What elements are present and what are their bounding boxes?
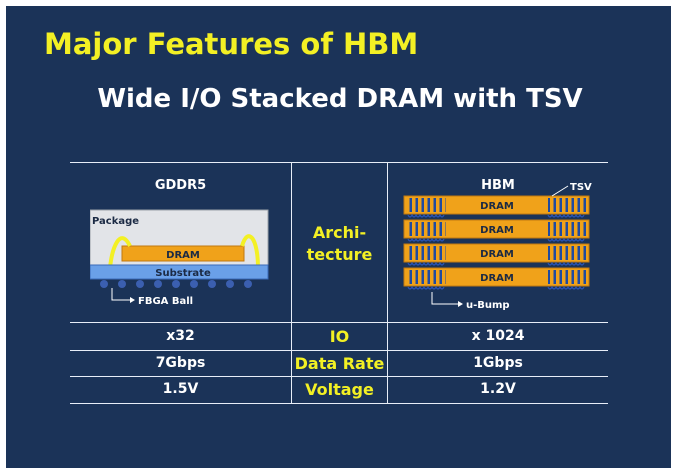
data-rate-label: Data Rate: [294, 354, 385, 373]
table-column-divider: [387, 162, 388, 404]
gddr5-data-rate-value: 7Gbps: [155, 355, 206, 371]
substrate-label: Substrate: [155, 268, 211, 279]
wire-bond-left: [108, 236, 132, 269]
hbm-data-rate-value: 1Gbps: [473, 355, 523, 371]
hbm-header: HBM: [481, 178, 515, 193]
solder-ball: [154, 280, 162, 288]
hbm-dram-layer-3: DRAM: [403, 243, 590, 263]
gddr5-package-diagram: DRAM Package Substrate FBGA Ball: [90, 209, 269, 307]
solder-ball: [100, 280, 108, 288]
bump-pointer-arrow: [458, 301, 463, 307]
solder-ball: [190, 280, 198, 288]
slide-subtitle: Wide I/O Stacked DRAM with TSV: [97, 84, 583, 114]
micro-bumps: [407, 213, 585, 290]
table-divider: [70, 376, 608, 377]
solder-ball: [172, 280, 180, 288]
substrate: [90, 264, 269, 280]
gddr5-header: GDDR5: [154, 178, 207, 193]
comparison-table: GDDR5 HBM Archi- tecture DRAM Package Su…: [70, 162, 608, 404]
hbm-io-value: x 1024: [471, 328, 525, 344]
table-divider: [70, 322, 608, 323]
fbga-ball-label: FBGA Ball: [138, 296, 193, 307]
fbga-pointer-line: [111, 288, 130, 301]
tsv-label: TSV: [570, 182, 592, 193]
gddr5-dram-die: [121, 245, 245, 262]
solder-ball: [208, 280, 216, 288]
voltage-label: Voltage: [305, 380, 374, 399]
architecture-label: Archi- tecture: [306, 223, 373, 264]
gddr5-voltage-value: 1.5V: [162, 381, 199, 397]
slide-title: Major Features of HBM: [44, 27, 419, 61]
wire-bond-right: [240, 234, 260, 269]
solder-ball: [226, 280, 234, 288]
hbm-dram-layer-4: DRAM: [403, 267, 590, 287]
solder-ball: [244, 280, 252, 288]
fbga-balls: [100, 280, 252, 288]
hbm-dram-layer-2: DRAM: [403, 219, 590, 239]
table-divider: [70, 350, 608, 351]
table-border-top: [70, 162, 608, 163]
hbm-dram-label: DRAM: [480, 201, 514, 212]
hbm-stack-diagram: DRAM DRAM DRAM DRAM: [403, 182, 592, 311]
table-column-divider: [291, 162, 292, 404]
io-label: IO: [329, 327, 350, 346]
hbm-dram-label: DRAM: [480, 249, 514, 260]
solder-ball: [118, 280, 126, 288]
hbm-dram-label: DRAM: [480, 225, 514, 236]
tsv-pointer-line: [551, 185, 569, 197]
table-border-bottom: [70, 403, 608, 404]
hbm-voltage-value: 1.2V: [480, 381, 516, 397]
package-label: Package: [92, 216, 139, 227]
gddr5-io-value: x32: [166, 328, 195, 344]
hbm-dram-label: DRAM: [480, 273, 514, 284]
fbga-pointer-arrow: [130, 297, 135, 303]
hbm-dram-layer-1: DRAM: [403, 195, 590, 215]
solder-ball: [136, 280, 144, 288]
u-bump-label: u-Bump: [466, 300, 510, 311]
gddr5-dram-label: DRAM: [166, 250, 200, 261]
bump-pointer-line: [431, 292, 458, 305]
